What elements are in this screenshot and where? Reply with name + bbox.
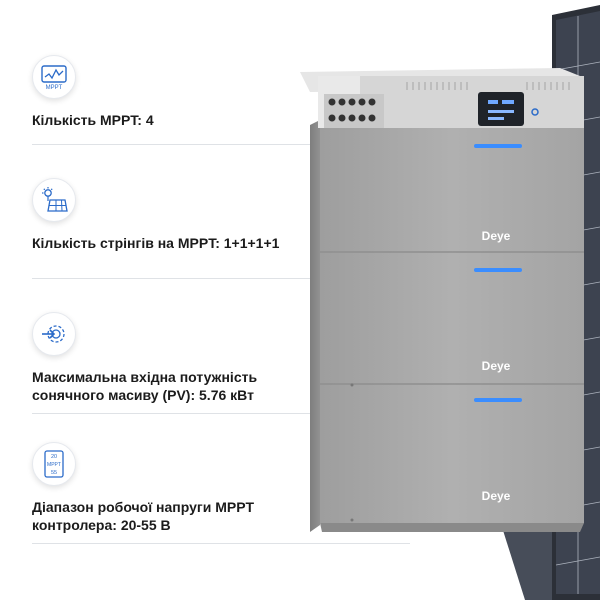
feature-caption: Діапазон робочої напруги MPPT контролера… <box>32 499 255 533</box>
feature-mppt-count: MPPT Кількість MPPT: 4 <box>32 55 332 129</box>
brand-logo: Deye <box>482 489 511 503</box>
range-mppt-label: MPPT <box>47 462 61 468</box>
range-top-label: 20 <box>51 454 57 460</box>
product-illustration: Deye Deye Deye <box>300 5 600 600</box>
feature-pv-power: Максимальна вхідна потужність сонячного … <box>32 312 332 404</box>
divider <box>32 543 410 544</box>
voltage-range-icon: 20 MPPT 55 <box>32 442 76 486</box>
display-screen <box>478 92 539 126</box>
feature-caption: Кількість стрінгів на MPPT: 1+1+1+1 <box>32 235 280 251</box>
divider <box>32 278 410 279</box>
feature-strings-count: Кількість стрінгів на MPPT: 1+1+1+1 <box>32 178 332 252</box>
feature-caption: Максимальна вхідна потужність сонячного … <box>32 369 258 403</box>
brand-logo: Deye <box>482 229 511 243</box>
feature-caption: Кількість MPPT: 4 <box>32 112 154 128</box>
feature-voltage-range: 20 MPPT 55 Діапазон робочої напруги MPPT… <box>32 442 332 534</box>
connector-ports <box>324 94 384 128</box>
mppt-icon-label: MPPT <box>46 85 63 91</box>
mppt-chart-icon: MPPT <box>32 55 76 99</box>
status-led <box>474 144 522 402</box>
inverter-module <box>300 68 584 128</box>
divider <box>32 413 410 414</box>
brand-logo: Deye <box>482 359 511 373</box>
power-input-icon <box>32 312 76 356</box>
range-bottom-label: 55 <box>51 470 57 476</box>
solar-panel-icon <box>32 178 76 222</box>
divider <box>32 144 410 145</box>
